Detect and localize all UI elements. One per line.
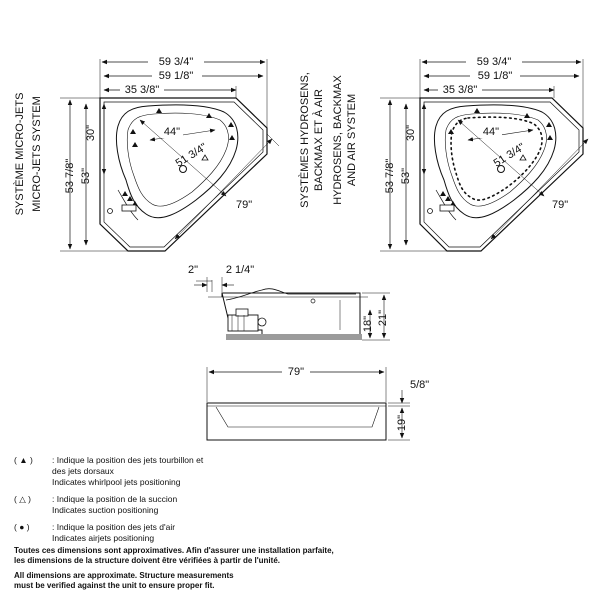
right-system-label-fr1: SYSTÈMES HYDROSENS, (298, 72, 311, 208)
legend: ( ▲ ) : Indique la position des jets tou… (14, 455, 314, 550)
outline-triangle-icon: ( △ ) (14, 494, 31, 504)
side-base (226, 334, 362, 340)
jet-marker (127, 196, 133, 201)
right-side-length: 79" (552, 199, 568, 211)
legend-text: Indicates whirlpool jets positioning (52, 477, 181, 487)
legend-item-suction: ( △ ) : Indique la position de la succio… (14, 494, 314, 516)
front-lip: 5/8" (410, 379, 429, 391)
legend-text: des jets dorsaux (52, 466, 114, 476)
left-overall-width: 59 3/4" (159, 56, 194, 68)
left-suction-marker (201, 154, 209, 161)
legend-text: Indicates airjets positioning (52, 533, 155, 543)
legend-text: Indicates suction positioning (52, 505, 159, 515)
legend-text: : Indique la position de la succion (52, 494, 178, 504)
legend-text: : Indique la position des jets d'air (52, 522, 176, 532)
right-pump-connector (439, 204, 455, 212)
filled-triangle-icon: ( ▲ ) (14, 455, 33, 465)
jet-marker (156, 108, 162, 113)
jet-marker (229, 135, 235, 140)
note-fr-line2: les dimensions de la structure doivent ê… (14, 556, 280, 565)
jet-marker (206, 113, 212, 118)
side-tub-profile (225, 288, 356, 301)
right-suction-marker (519, 154, 527, 161)
front-elevation-view: 79" 5/8" 19" (206, 366, 429, 441)
jet-marker (132, 142, 138, 147)
jet-marker (228, 122, 234, 127)
front-apron-height: 19" (396, 415, 408, 431)
left-inner-depth: 53" (80, 168, 92, 184)
left-diagonal: 44" (164, 126, 180, 138)
right-partial-width: 35 3/8" (443, 84, 478, 96)
left-tub-rim (103, 101, 264, 248)
jet-marker (130, 129, 136, 134)
right-inner-width: 59 1/8" (478, 70, 513, 82)
legend-text: : Indique la position des jets tourbillo… (52, 455, 204, 465)
side-inner-height: 18" (362, 316, 374, 332)
side-total-height: 21" (377, 310, 389, 326)
note-en-line2: must be verified against the unit to ens… (14, 581, 215, 590)
left-partial-width: 35 3/8" (125, 84, 160, 96)
right-diagonal: 44" (483, 126, 499, 138)
jet-marker (122, 191, 128, 196)
right-system-label-fr2: BACKMAX ET À AIR (312, 89, 325, 191)
side-pump-motor (227, 308, 267, 332)
jet-marker (445, 196, 451, 201)
right-overall-width: 59 3/4" (477, 56, 512, 68)
left-plan-view: 59 3/4" 59 1/8" 35 3/8" 44" 51 3/4" 79" … (13, 56, 280, 252)
left-overall-depth: 53 7/8" (64, 159, 76, 194)
right-inner-depth: 53" (400, 168, 412, 184)
front-apron-bevel (215, 406, 380, 428)
front-apron (206, 402, 387, 441)
jet-marker (524, 113, 530, 118)
left-system-label-en: MICRO-JETS SYSTEM (31, 96, 43, 212)
legend-item-whirlpool: ( ▲ ) : Indique la position des jets tou… (14, 455, 314, 488)
side-rim-b-label: 2 1/4" (226, 264, 254, 276)
left-pump-connector (121, 204, 137, 212)
side-elevation-view: 2" 2 1/4" 18" 21" (188, 264, 390, 341)
jet-marker (546, 122, 552, 127)
note-en-line1: All dimensions are approximate. Structur… (14, 571, 234, 580)
right-control (427, 208, 433, 214)
left-control (107, 208, 113, 214)
note-fr-line1: Toutes ces dimensions sont approximative… (14, 546, 334, 555)
filled-dot-icon: ( ● ) (14, 522, 30, 532)
right-tub-rim (423, 101, 580, 248)
right-plan-view: 59 3/4" 59 1/8" 35 3/8" 44" 51 3/4" 79" … (298, 56, 589, 252)
right-system-label-en2: AND AIR SYSTEM (346, 94, 358, 186)
left-inner-width: 59 1/8" (159, 70, 194, 82)
left-system-label-fr: SYSTÈME MICRO-JETS (13, 93, 26, 216)
left-side-length: 79" (236, 199, 252, 211)
front-length: 79" (288, 366, 304, 378)
side-jet-port (310, 298, 316, 304)
jet-marker (547, 135, 553, 140)
right-system-label-en1: HYDROSENS, BACKMAX (332, 75, 344, 205)
right-short-side: 30" (405, 125, 417, 141)
side-rim-a-label: 2" (188, 264, 198, 276)
jet-marker (474, 108, 480, 113)
left-short-side: 30" (85, 125, 97, 141)
legend-item-airjets: ( ● ) : Indique la position des jets d'a… (14, 522, 314, 544)
jet-marker (448, 129, 454, 134)
right-overall-depth: 53 7/8" (384, 159, 396, 194)
jet-marker (440, 191, 446, 196)
